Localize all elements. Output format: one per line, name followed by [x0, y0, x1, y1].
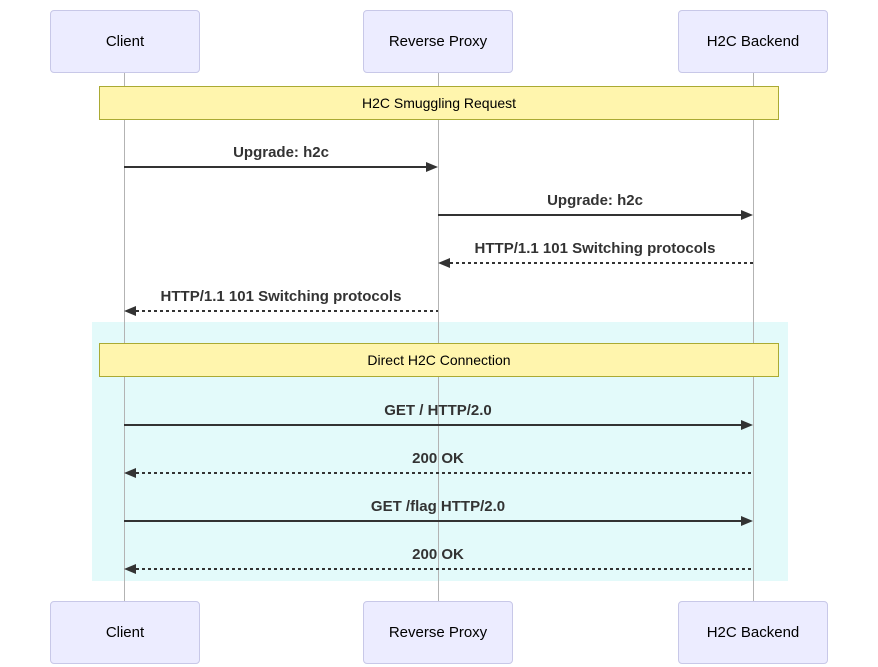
note-direct-h2c-connection: Direct H2C Connection	[99, 343, 779, 377]
message-line	[136, 568, 753, 570]
message-line	[136, 310, 438, 312]
message-label: Upgrade: h2c	[547, 192, 643, 209]
lifeline-client	[124, 73, 125, 601]
arrowhead-left-icon	[124, 564, 136, 574]
actor-label: H2C Backend	[706, 624, 800, 641]
message-line	[450, 262, 753, 264]
actor-reverse-proxy-top: Reverse Proxy	[363, 10, 513, 73]
message-label: 200 OK	[412, 450, 464, 467]
actor-client-bottom: Client	[50, 601, 200, 664]
arrowhead-left-icon	[124, 306, 136, 316]
message-line	[124, 424, 741, 426]
message-label: HTTP/1.1 101 Switching protocols	[474, 240, 716, 257]
actor-label: Client	[105, 33, 145, 50]
actor-label: Reverse Proxy	[388, 624, 488, 641]
message-label: HTTP/1.1 101 Switching protocols	[160, 288, 402, 305]
actor-label: Reverse Proxy	[388, 33, 488, 50]
message-label: GET /flag HTTP/2.0	[370, 498, 506, 515]
actor-client-top: Client	[50, 10, 200, 73]
lifeline-reverse-proxy	[438, 73, 439, 601]
lifeline-h2c-backend	[753, 73, 754, 601]
arrowhead-left-icon	[124, 468, 136, 478]
message-label: Upgrade: h2c	[233, 144, 329, 161]
message-line	[124, 520, 741, 522]
message-line	[438, 214, 741, 216]
note-label: H2C Smuggling Request	[361, 95, 517, 111]
message-line	[136, 472, 753, 474]
message-line	[124, 166, 426, 168]
arrowhead-left-icon	[438, 258, 450, 268]
arrowhead-right-icon	[741, 210, 753, 220]
arrowhead-right-icon	[741, 420, 753, 430]
arrowhead-right-icon	[426, 162, 438, 172]
message-label: 200 OK	[412, 546, 464, 563]
actor-label: H2C Backend	[706, 33, 800, 50]
actor-h2c-backend-top: H2C Backend	[678, 10, 828, 73]
arrowhead-right-icon	[741, 516, 753, 526]
note-h2c-smuggling-request: H2C Smuggling Request	[99, 86, 779, 120]
message-label: GET / HTTP/2.0	[384, 402, 492, 419]
note-label: Direct H2C Connection	[367, 352, 511, 368]
actor-reverse-proxy-bottom: Reverse Proxy	[363, 601, 513, 664]
actor-label: Client	[105, 624, 145, 641]
actor-h2c-backend-bottom: H2C Backend	[678, 601, 828, 664]
